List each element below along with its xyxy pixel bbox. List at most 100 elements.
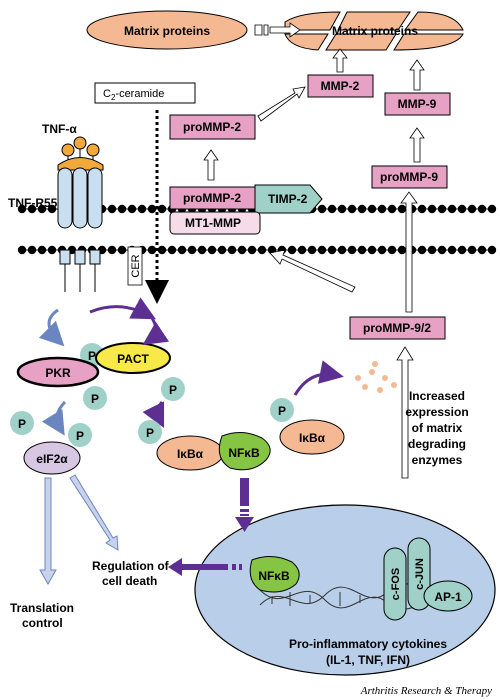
lipid-head bbox=[327, 204, 337, 214]
c2-ceramide-box bbox=[94, 82, 196, 104]
lipid-head bbox=[117, 204, 127, 214]
degradation-arrow bbox=[254, 22, 301, 38]
cjun-label: c-JUN bbox=[414, 558, 426, 590]
cytokines-label-2: (IL-1, TNF, IFN) bbox=[326, 653, 410, 667]
lipid-head bbox=[117, 245, 127, 255]
lipid-head bbox=[457, 204, 467, 214]
lipid-head bbox=[467, 204, 477, 214]
lipid-head bbox=[397, 245, 407, 255]
lipid-head bbox=[317, 245, 327, 255]
lipid-head bbox=[37, 245, 47, 255]
lipid-head bbox=[447, 245, 457, 255]
p-circle-right-pact bbox=[161, 377, 185, 401]
prommp2-complex-label: proMMP-2 bbox=[183, 191, 241, 205]
lipid-head bbox=[337, 245, 347, 255]
lipid-head bbox=[297, 245, 307, 255]
tnf-r55-label: TNF-R55 bbox=[8, 196, 58, 210]
prommp2-complex-box bbox=[169, 186, 256, 210]
lipid-head bbox=[147, 245, 157, 255]
elf2a-oval bbox=[23, 441, 81, 475]
translation-label-2: control bbox=[22, 616, 63, 630]
lipid-head bbox=[107, 204, 117, 214]
lipid-head bbox=[47, 245, 57, 255]
lipid-head bbox=[487, 245, 497, 255]
lipid-head bbox=[387, 204, 397, 214]
ap1-label: AP-1 bbox=[434, 590, 462, 604]
purple-curved-arrows bbox=[89, 297, 344, 429]
ikba-label: IκBα bbox=[177, 447, 204, 461]
lipid-head bbox=[287, 245, 297, 255]
lipid-head bbox=[157, 245, 167, 255]
lipid-head bbox=[387, 245, 397, 255]
lipid-head bbox=[137, 204, 147, 214]
to-regulation-arrow bbox=[168, 558, 242, 576]
lipid-head bbox=[357, 204, 367, 214]
p-label-elf: P bbox=[76, 429, 84, 443]
lipid-head bbox=[17, 204, 27, 214]
p-label-ikba: P bbox=[146, 426, 154, 440]
lipid-head bbox=[197, 245, 207, 255]
prommp2-top-label: proMMP-2 bbox=[183, 120, 241, 134]
source-credit: Arthritis Research & Therapy bbox=[360, 685, 492, 697]
lipid-head bbox=[367, 204, 377, 214]
tnf-alpha-ligand bbox=[57, 136, 104, 171]
lipid-head bbox=[337, 204, 347, 214]
matrix-proteins-fragmented bbox=[284, 11, 464, 51]
cer-label: CER bbox=[130, 254, 142, 277]
elf-down-arrows bbox=[39, 474, 119, 586]
timp2-label: TIMP-2 bbox=[268, 192, 308, 206]
c2-ceramide-label: C2-ceramide bbox=[103, 88, 164, 102]
ap1-complex bbox=[383, 537, 473, 621]
matrix-proteins-right-label: Matrix proteins bbox=[332, 24, 418, 38]
lipid-head bbox=[147, 204, 157, 214]
pact-label: PACT bbox=[117, 352, 149, 366]
p-circle-free bbox=[10, 411, 34, 435]
cer-box bbox=[127, 246, 143, 286]
p-circle-pkr-bottom bbox=[83, 386, 107, 410]
p-circle-elf bbox=[68, 423, 92, 447]
pact-oval bbox=[95, 342, 171, 374]
nfkb-shape bbox=[218, 432, 271, 471]
prommp92-label: proMMP-9/2 bbox=[363, 321, 431, 335]
lipid-head bbox=[377, 204, 387, 214]
lipid-head bbox=[247, 245, 257, 255]
p-label-free: P bbox=[18, 417, 26, 431]
nfkb-translocation-arrow bbox=[235, 478, 254, 532]
regulation-label-1: Regulation of bbox=[92, 559, 170, 573]
prommp2-top-box bbox=[169, 114, 256, 140]
prommp9-box bbox=[371, 165, 448, 189]
increased-label-1: Increased bbox=[409, 389, 465, 403]
mt1mmp-label: MT1-MMP bbox=[185, 216, 241, 230]
lipid-head bbox=[347, 204, 357, 214]
regulation-label-2: cell death bbox=[102, 574, 157, 588]
p-label-pkr-top: P bbox=[88, 349, 96, 363]
lipid-head bbox=[467, 245, 477, 255]
increased-label-4: degrading bbox=[408, 437, 466, 451]
mmp2-box bbox=[307, 74, 374, 98]
cytokines-label-1: Pro-inflammatory cytokines bbox=[289, 637, 447, 651]
lipid-head bbox=[437, 204, 447, 214]
lipid-head bbox=[417, 204, 427, 214]
lipid-head bbox=[417, 245, 427, 255]
lipid-head bbox=[207, 245, 217, 255]
mmp-hollow-arrows bbox=[203, 48, 425, 479]
mmp9-label: MMP-9 bbox=[398, 97, 437, 111]
lipid-head bbox=[157, 204, 167, 214]
p-circle-ikba bbox=[138, 420, 162, 444]
increased-label-5: enzymes bbox=[412, 453, 463, 467]
lipid-head bbox=[237, 245, 247, 255]
tnf-alpha-label: TNF-α bbox=[42, 122, 77, 136]
mt1mmp-box bbox=[169, 211, 261, 235]
lipid-head bbox=[317, 204, 327, 214]
lipid-head bbox=[427, 204, 437, 214]
lipid-head bbox=[27, 204, 37, 214]
lipid-head bbox=[327, 245, 337, 255]
nfkb-nuclear-shape bbox=[249, 556, 300, 593]
lipid-head bbox=[477, 245, 487, 255]
lipid-head bbox=[167, 245, 177, 255]
p-label-ikba-free: P bbox=[278, 404, 286, 418]
lipid-head bbox=[127, 204, 137, 214]
blue-curved-arrows bbox=[38, 308, 67, 436]
lipid-head bbox=[187, 245, 197, 255]
prommp92-box bbox=[349, 316, 446, 340]
